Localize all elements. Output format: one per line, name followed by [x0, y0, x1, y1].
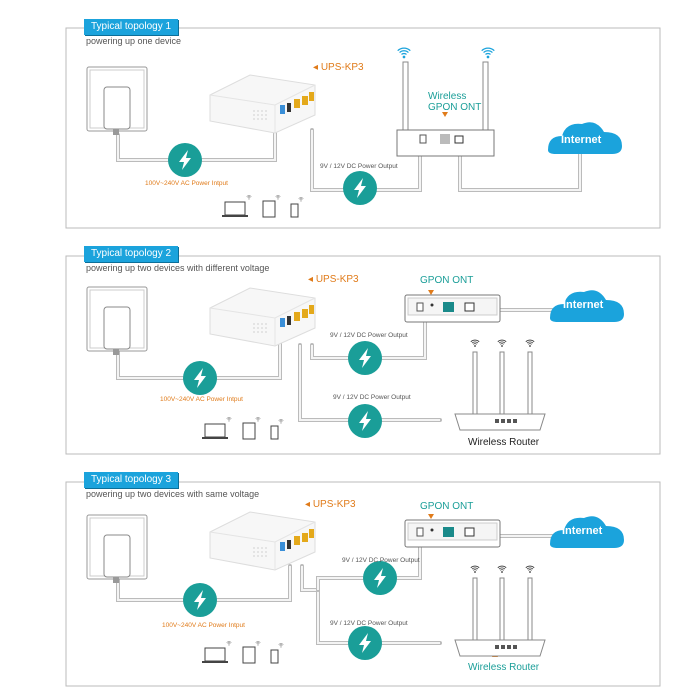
laptop-icon [222, 201, 248, 217]
ont-icon [404, 519, 501, 548]
ac-label: 100V~240V AC Power Intput [160, 396, 243, 403]
tablet-icon [242, 646, 256, 664]
internet-label: Internet [562, 525, 603, 537]
cloud-icon [548, 122, 622, 154]
lightning-bolt-icon [183, 361, 217, 395]
ups-label-text: UPS-KP3 [312, 499, 356, 510]
ac-label: 100V~240V AC Power Intput [145, 180, 228, 187]
device-label-2: GPON ONT [428, 102, 482, 113]
wifi-icon [397, 47, 411, 59]
wifi-icon [481, 47, 495, 59]
lightning-bolt-icon [348, 404, 382, 438]
ups-device-icon [209, 287, 316, 347]
dc-label-2: 9V / 12V DC Power Output [330, 620, 408, 627]
ups-label: ◂ UPS-KP3 [313, 62, 364, 73]
client-devices [202, 641, 284, 664]
wifi-icon [255, 641, 261, 646]
wifi-icon [298, 197, 304, 202]
topology-3-tag: Typical topology 3 [84, 472, 179, 488]
ont-icon [404, 294, 501, 323]
phone-icon [270, 649, 279, 664]
router-icon [454, 565, 546, 657]
topology-3-subtitle: powering up two devices with same voltag… [86, 489, 260, 499]
client-devices [222, 195, 304, 218]
dc-label-1: 9V / 12V DC Power Output [330, 332, 408, 339]
wifi-icon [275, 195, 281, 200]
topology-2-tag: Typical topology 2 [84, 246, 179, 262]
tablet-icon [262, 200, 276, 218]
device-label-1: Wireless [428, 91, 467, 102]
wifi-icon [497, 565, 507, 573]
router-label: Wireless Router [468, 437, 540, 448]
lightning-bolt-icon [343, 171, 377, 205]
lightning-bolt-icon [363, 561, 397, 595]
laptop-icon [202, 423, 228, 439]
router-label: Wireless Router [468, 662, 540, 673]
wifi-icon [246, 195, 252, 200]
wifi-icon [255, 417, 261, 422]
dc-label-2: 9V / 12V DC Power Output [333, 394, 411, 401]
wifi-icon [226, 641, 232, 646]
ups-device-icon [209, 511, 316, 571]
phone-icon [270, 425, 279, 440]
lightning-bolt-icon [168, 143, 202, 177]
ont-label: GPON ONT [420, 501, 474, 512]
wall-outlet-adapter-icon [86, 286, 148, 355]
wifi-icon [525, 565, 535, 573]
internet-label: Internet [561, 134, 602, 146]
ups-device-icon [209, 74, 316, 134]
lightning-bolt-icon [348, 341, 382, 375]
client-devices [202, 417, 284, 440]
topology-2-subtitle: powering up two devices with different v… [86, 263, 270, 273]
ac-label: 100V~240V AC Power Intput [162, 622, 245, 629]
lightning-bolt-icon [183, 583, 217, 617]
ups-label: ◂ UPS-KP3 [308, 274, 359, 285]
wall-outlet-adapter-icon [86, 66, 148, 135]
phone-icon [290, 203, 299, 218]
dc-label: 9V / 12V DC Power Output [320, 163, 398, 170]
cloud-icon [550, 516, 624, 548]
wifi-icon [470, 339, 480, 347]
lightning-bolt-icon [348, 626, 382, 660]
wifi-icon [525, 339, 535, 347]
wifi-icon [278, 643, 284, 648]
wireless-ont-icon [396, 61, 495, 157]
dc-label-1: 9V / 12V DC Power Output [342, 557, 420, 564]
wifi-icon [497, 339, 507, 347]
wifi-icon [470, 565, 480, 573]
wifi-icon [278, 419, 284, 424]
ont-label: GPON ONT [420, 275, 474, 286]
ups-label: ◂ UPS-KP3 [305, 499, 356, 510]
topology-1-tag: Typical topology 1 [84, 19, 179, 35]
router-icon [454, 339, 546, 431]
topology-1-subtitle: powering up one device [86, 36, 182, 46]
ups-label-text: UPS-KP3 [320, 62, 364, 73]
laptop-icon [202, 647, 228, 663]
wifi-icon [226, 417, 232, 422]
wall-outlet-adapter-icon [86, 514, 148, 583]
tablet-icon [242, 422, 256, 440]
topology-3-panel [65, 481, 661, 687]
internet-label: Internet [563, 299, 604, 311]
ups-label-text: UPS-KP3 [315, 274, 359, 285]
cloud-icon [550, 290, 624, 322]
